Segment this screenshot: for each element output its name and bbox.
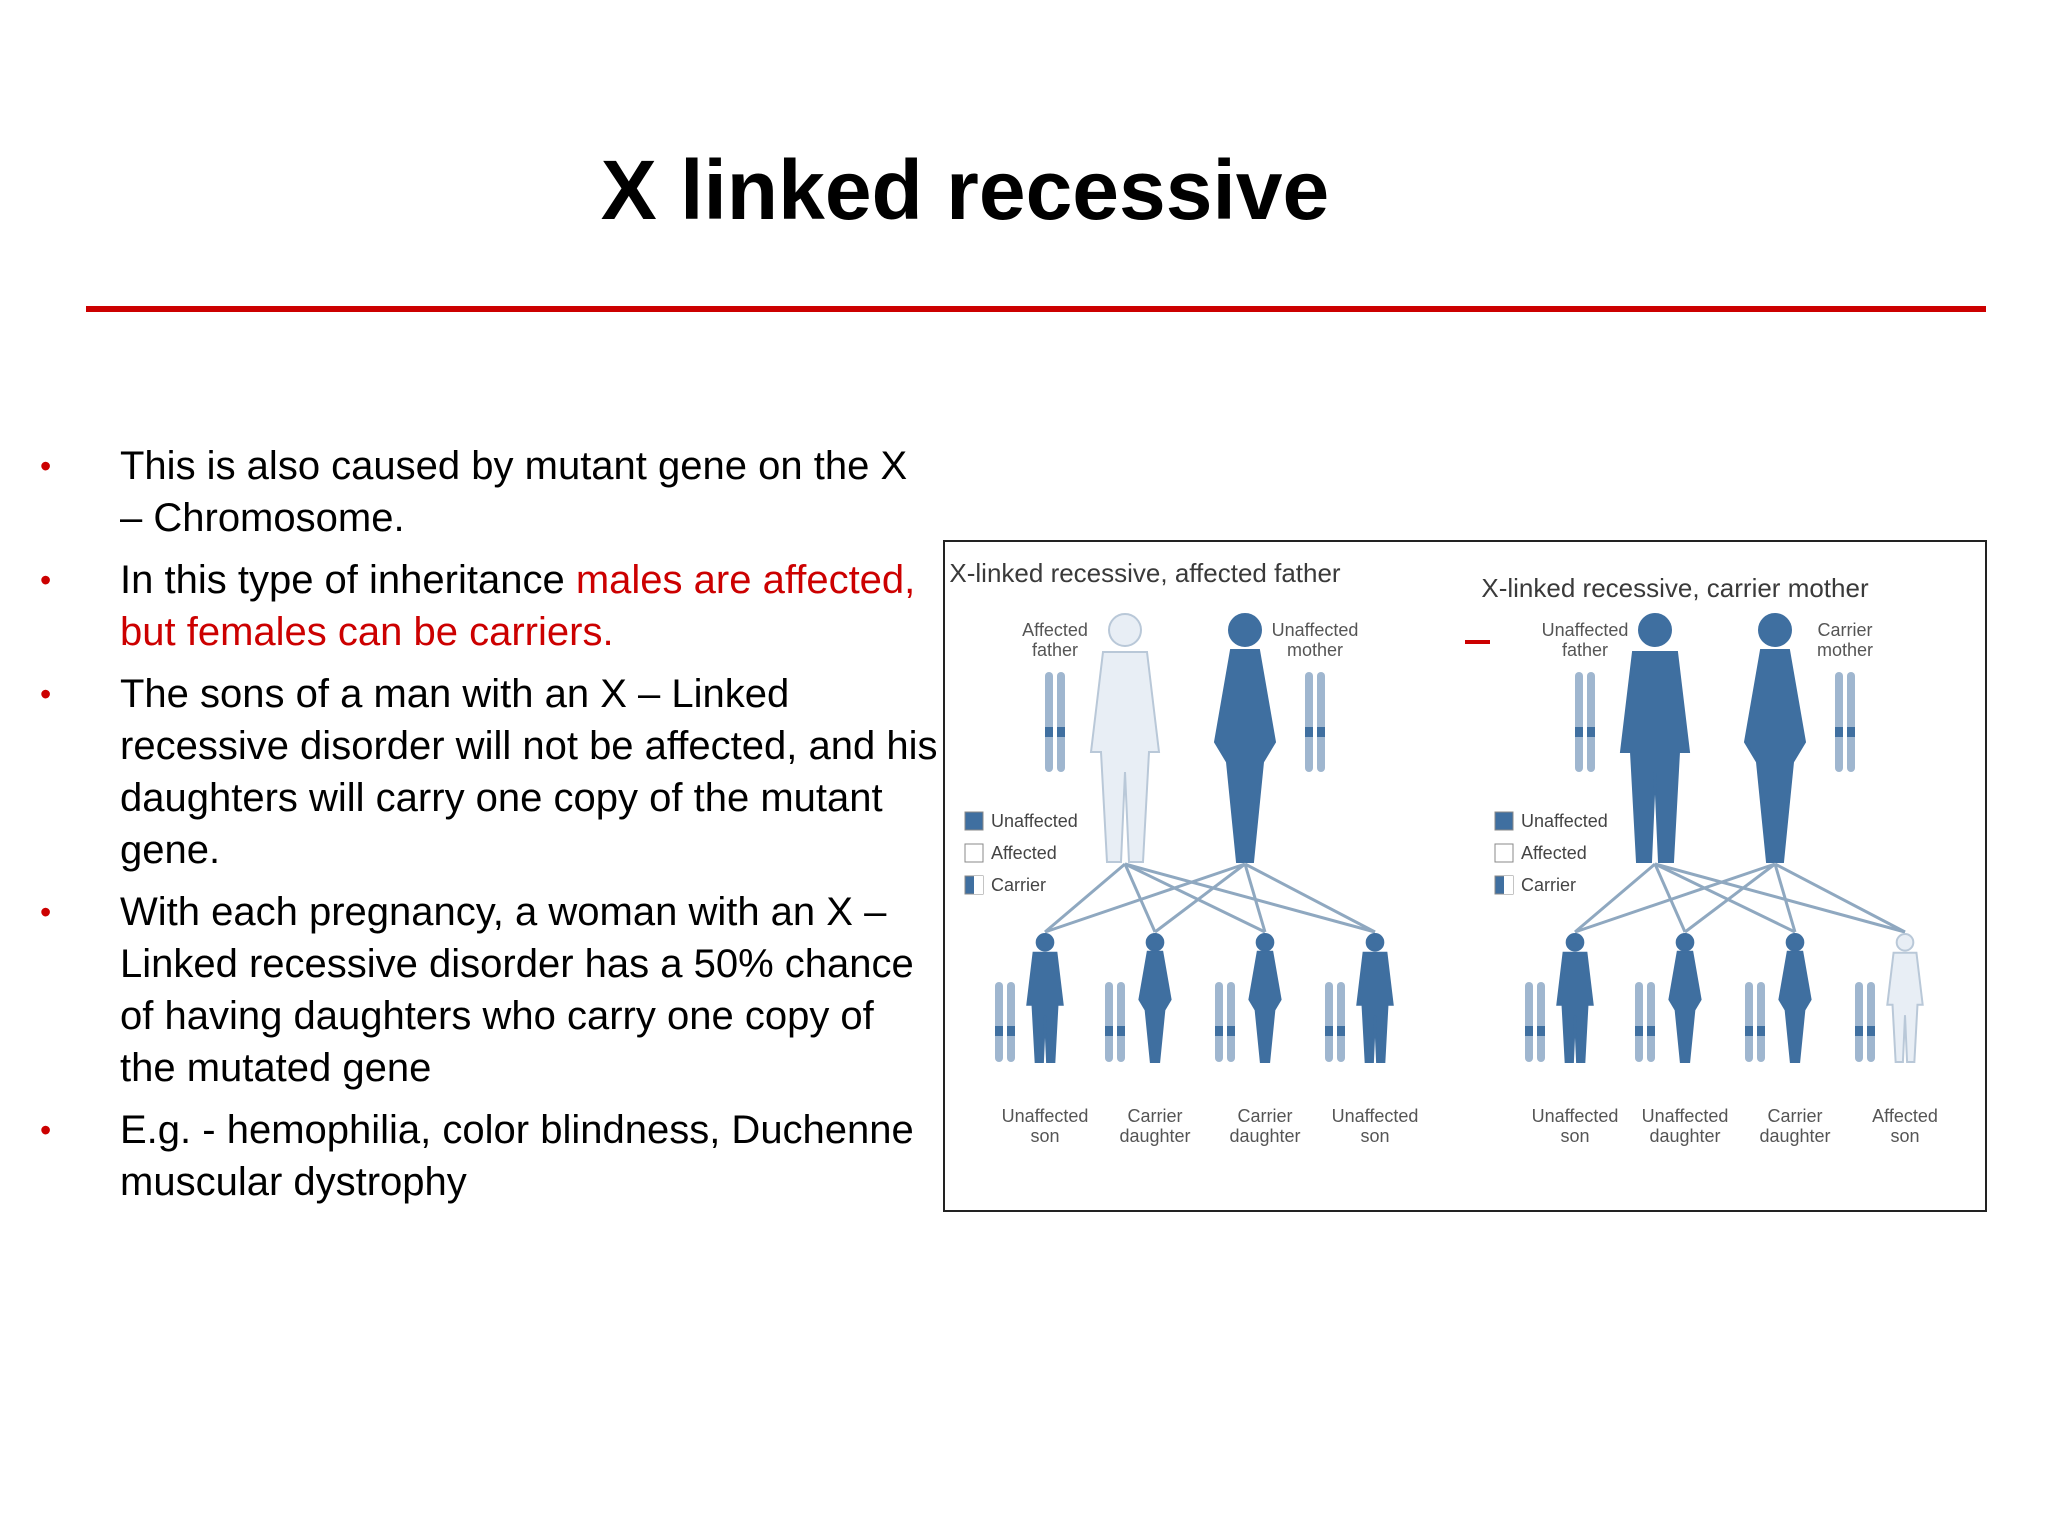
bullet-marker: •	[40, 562, 52, 598]
bullet-item: • E.g. - hemophilia, color blindness, Duc…	[40, 1104, 940, 1208]
chromosome-pair	[1215, 982, 1235, 1062]
chromosome-pair	[1325, 982, 1345, 1062]
bullet-text: E.g. - hemophilia, color blindness, Duch…	[120, 1108, 914, 1204]
inheritance-line	[1123, 863, 1157, 933]
bullet-text: With each pregnancy, a woman with an X –…	[120, 890, 914, 1090]
chromosome-pair	[1525, 982, 1545, 1062]
inheritance-line	[1653, 863, 1687, 933]
inheritance-line	[1124, 862, 1266, 934]
legend-label: Carrier	[1521, 875, 1576, 895]
bullet-text-highlight: males are affected, but females can be c…	[120, 558, 916, 654]
slide-title: X linked recessive	[600, 143, 1330, 237]
inheritance-line	[1044, 862, 1246, 934]
bullet-list: • This is also caused by mutant gene on t…	[40, 440, 940, 1218]
child-figure	[1138, 933, 1172, 1063]
legend-swatch	[964, 811, 984, 831]
inheritance-line	[1684, 862, 1776, 934]
panel-title: X-linked recessive, affected father	[949, 558, 1341, 588]
child-figure	[1356, 933, 1394, 1063]
bullet-marker: •	[40, 448, 52, 484]
bullet-marker: •	[40, 676, 52, 712]
legend-label: Unaffected	[1521, 811, 1608, 831]
legend-swatch	[1494, 811, 1514, 831]
father-figure	[1089, 613, 1161, 863]
inheritance-line	[1774, 862, 1906, 934]
legend-label: Unaffected	[991, 811, 1078, 831]
child-figure	[1248, 933, 1282, 1063]
mother-figure	[1213, 613, 1277, 863]
inheritance-line	[1574, 862, 1656, 934]
mother-figure	[1743, 613, 1807, 863]
chromosome-pair	[1835, 672, 1855, 772]
chromosome-pair	[1045, 672, 1065, 772]
legend-swatch-half	[1504, 876, 1513, 894]
child-figure	[1026, 933, 1064, 1063]
inheritance-line	[1154, 862, 1246, 934]
legend-swatch	[964, 843, 984, 863]
inheritance-line	[1044, 862, 1126, 934]
legend-swatch-half	[974, 876, 983, 894]
title-divider	[86, 306, 1986, 312]
chromosome-pair	[995, 982, 1015, 1062]
bullet-item: • The sons of a man with an X – Linked re…	[40, 668, 940, 876]
child-figure	[1886, 933, 1924, 1063]
inheritance-line	[1574, 862, 1776, 934]
chromosome-pair	[1305, 672, 1325, 772]
bullet-item: • In this type of inheritance males are a…	[40, 554, 940, 658]
chromosome-pair	[1855, 982, 1875, 1062]
legend-label: Affected	[991, 843, 1057, 863]
chromosome-pair	[1575, 672, 1595, 772]
bullet-marker: •	[40, 1112, 52, 1148]
child-figure	[1778, 933, 1812, 1063]
chromosome-pair	[1635, 982, 1655, 1062]
inheritance-line	[1244, 862, 1376, 934]
legend-label: Carrier	[991, 875, 1046, 895]
child-figure	[1668, 933, 1702, 1063]
inheritance-line	[1654, 862, 1796, 934]
legend-label: Affected	[1521, 843, 1587, 863]
bullet-item: • With each pregnancy, a woman with an X …	[40, 886, 940, 1094]
inheritance-diagram-svg: X-linked recessive, affected fatherAffec…	[949, 558, 1938, 1146]
inheritance-line	[1654, 862, 1906, 934]
legend-swatch	[1494, 843, 1514, 863]
bullet-item: • This is also caused by mutant gene on t…	[40, 440, 940, 544]
father-figure	[1619, 613, 1691, 863]
child-figure	[1556, 933, 1594, 1063]
bullet-text: The sons of a man with an X – Linked rec…	[120, 672, 938, 872]
chromosome-pair	[1105, 982, 1125, 1062]
bullet-marker: •	[40, 894, 52, 930]
chromosome-pair	[1745, 982, 1765, 1062]
inheritance-line	[1124, 862, 1376, 934]
panel-title: X-linked recessive, carrier mother	[1481, 573, 1869, 603]
bullet-text: This is also caused by mutant gene on th…	[120, 444, 908, 540]
bullet-text: In this type of inheritance	[120, 558, 576, 602]
